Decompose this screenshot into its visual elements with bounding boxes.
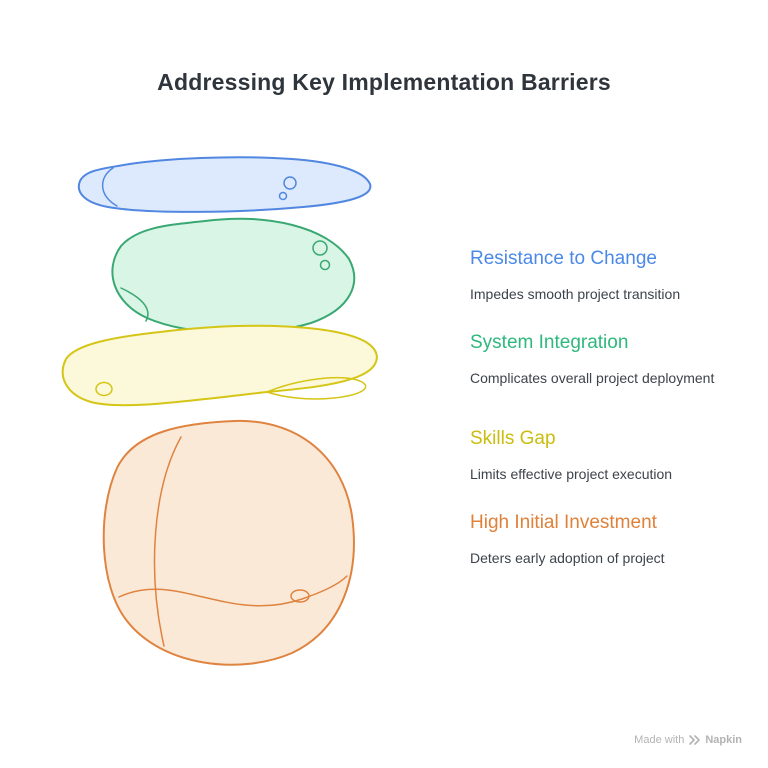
item-description-resistance-to-change: Impedes smooth project transition [470, 285, 681, 302]
stone-blue-bubble-small [278, 191, 288, 201]
item-description-skills-gap: Limits effective project execution [470, 465, 673, 482]
napkin-logo-icon [689, 735, 701, 745]
legend-item-skills-gap: Skills Gap Limits effective project exec… [470, 428, 720, 483]
stone-orange-bubble [290, 589, 310, 603]
stone-blue-outline [77, 156, 372, 213]
stone-yellow-bubble [95, 381, 113, 397]
stone-orange-wave-line [118, 575, 348, 607]
item-label-high-initial-investment: High Initial Investment [470, 512, 657, 533]
watermark-prefix: Made with [634, 734, 685, 746]
item-description-high-initial-investment: Deters early adoption of project [470, 549, 665, 566]
legend-item-system-integration: System Integration Complicates overall p… [470, 332, 720, 387]
napkin-watermark[interactable]: Made with Napkin [634, 734, 742, 746]
page-title: Addressing Key Implementation Barriers [157, 69, 611, 96]
stone-skills-gap [61, 324, 378, 407]
watermark-brand: Napkin [705, 734, 742, 746]
legend-item-high-initial-investment: High Initial Investment Deters early ado… [470, 512, 720, 567]
stone-resistance-to-change [77, 156, 372, 213]
stone-high-initial-investment [102, 419, 355, 666]
item-label-resistance-to-change: Resistance to Change [470, 248, 657, 269]
stone-blue-fold-line [101, 167, 118, 207]
stone-blue-bubble-large [283, 176, 297, 190]
stone-yellow-leaf-line [266, 376, 367, 400]
item-label-skills-gap: Skills Gap [470, 428, 556, 449]
item-label-system-integration: System Integration [470, 332, 629, 353]
stone-system-integration [111, 217, 356, 334]
stone-green-bubble-large [312, 240, 328, 256]
item-description-system-integration: Complicates overall project deployment [470, 369, 715, 386]
stone-orange-fold-line [153, 436, 182, 647]
stone-green-outline [111, 217, 356, 334]
stone-green-bubble-small [319, 259, 331, 271]
stone-green-fold-line [120, 287, 149, 322]
stone-orange-outline [102, 419, 355, 666]
legend-item-resistance-to-change: Resistance to Change Impedes smooth proj… [470, 248, 720, 303]
